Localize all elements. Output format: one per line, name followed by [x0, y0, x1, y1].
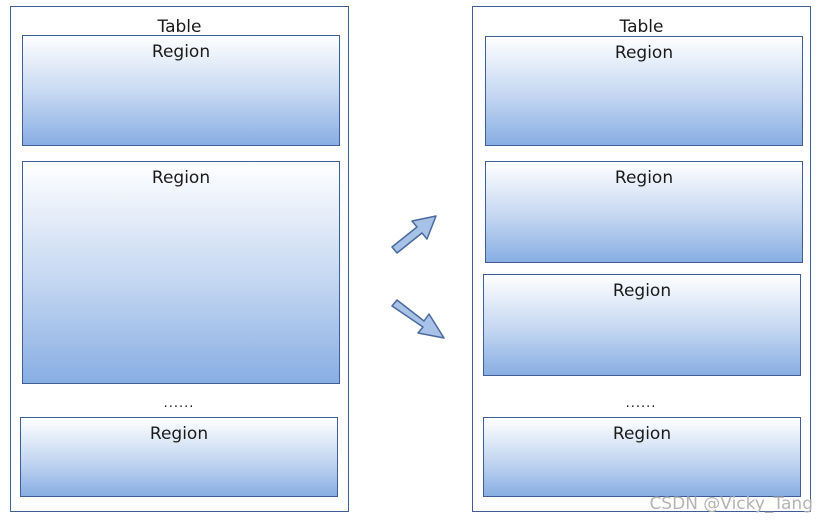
right-table-title: Table [619, 17, 664, 37]
right-ellipsis: ...... [625, 396, 657, 411]
region-label: Region [151, 42, 211, 62]
region-label: Region [612, 281, 672, 301]
left-ellipsis: ...... [163, 396, 195, 411]
region-label: Region [151, 168, 211, 188]
arrow-up-right-icon [391, 215, 437, 254]
right-region-3: Region [483, 274, 801, 376]
watermark: CSDN @Vicky_Tang [649, 494, 813, 514]
region-label: Region [149, 424, 209, 444]
region-label: Region [612, 424, 672, 444]
right-region-2: Region [485, 161, 803, 263]
left-table: Table Region Region ...... Region [10, 6, 349, 512]
region-label: Region [614, 168, 674, 188]
left-region-3: Region [20, 417, 338, 497]
right-table: Table Region Region Region ...... Region [472, 6, 811, 512]
left-table-title: Table [157, 17, 202, 37]
left-region-1: Region [22, 35, 340, 146]
region-label: Region [614, 43, 674, 63]
right-region-1: Region [485, 36, 803, 146]
arrow-down-right-icon [391, 299, 445, 339]
left-region-2: Region [22, 161, 340, 384]
right-region-4: Region [483, 417, 801, 497]
